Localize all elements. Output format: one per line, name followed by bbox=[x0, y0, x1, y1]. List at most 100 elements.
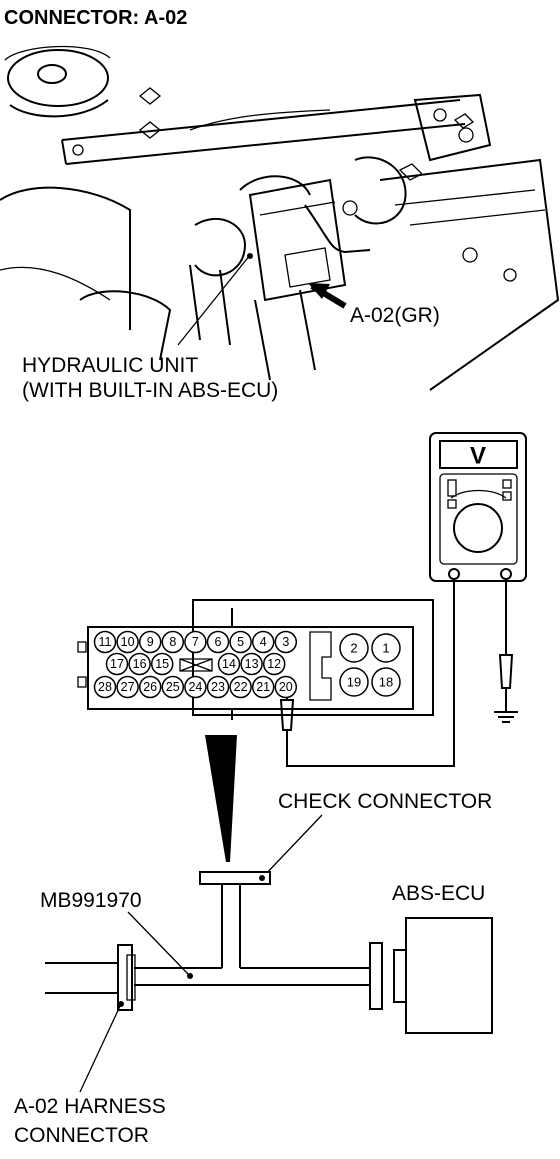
connector-pin-number: 18 bbox=[379, 675, 393, 690]
connector-pin-number: 1 bbox=[382, 641, 389, 656]
connector-pin-circle bbox=[229, 630, 252, 654]
connector-pin-circle bbox=[371, 633, 401, 663]
strut-bar bbox=[61, 99, 466, 165]
connector-pin-circle bbox=[251, 675, 275, 699]
check-connector bbox=[199, 871, 271, 885]
ground-probe bbox=[494, 654, 518, 723]
connector-pin: 3 bbox=[274, 630, 298, 654]
connector-pin: 26 bbox=[138, 675, 162, 699]
connector-pin-number: 10 bbox=[121, 635, 135, 649]
connector-pin-number: 17 bbox=[110, 657, 124, 671]
connector-pin-circle bbox=[217, 652, 241, 676]
harness-connector-leader bbox=[79, 1003, 122, 1093]
tool-label: MB991970 bbox=[40, 889, 142, 912]
connector-pin-circle bbox=[339, 633, 369, 663]
connector-pin: 1 bbox=[371, 633, 401, 663]
connector-pin: 7 bbox=[184, 630, 207, 654]
page-title: CONNECTOR: A-02 bbox=[4, 7, 187, 29]
hydraulic-unit-label-line1: HYDRAULIC UNIT bbox=[22, 354, 198, 377]
connector-pin-number: 28 bbox=[98, 680, 112, 694]
check-connector-label: CHECK CONNECTOR bbox=[278, 790, 492, 813]
connector-pin-circle bbox=[206, 675, 230, 699]
connector-pin: 13 bbox=[240, 652, 263, 676]
connector-pin: 10 bbox=[116, 630, 139, 654]
harness-label-line1: A-02 HARNESS bbox=[14, 1095, 166, 1118]
connector-pin-number: 5 bbox=[237, 635, 244, 649]
connector-pin-number: 23 bbox=[211, 680, 225, 694]
connector-pin-circle bbox=[262, 652, 286, 676]
left-body bbox=[0, 186, 247, 361]
connector-pin: 20 bbox=[274, 675, 298, 699]
view-direction-arrow bbox=[205, 735, 237, 862]
connector-pin-number: 26 bbox=[143, 680, 157, 694]
connector-pin-number: 22 bbox=[234, 680, 248, 694]
voltmeter-terminal-positive bbox=[448, 568, 460, 580]
hydraulic-unit-leader bbox=[177, 254, 251, 346]
connector-pin-circle bbox=[274, 675, 298, 699]
connector-pin-circle bbox=[161, 675, 185, 699]
strut-mount bbox=[4, 45, 162, 139]
tool-leader bbox=[127, 911, 190, 976]
mb991970-harness bbox=[134, 967, 372, 986]
connector-pin-circle bbox=[184, 630, 207, 654]
voltmeter-terminal-negative bbox=[500, 568, 512, 580]
connector-pin-circle bbox=[229, 675, 252, 699]
connector-pin-circle bbox=[93, 675, 117, 699]
connector-pin: 17 bbox=[105, 652, 129, 676]
voltmeter: V bbox=[429, 432, 527, 582]
connector-pin-number: 12 bbox=[267, 657, 281, 671]
connector-pin-circle bbox=[339, 667, 369, 697]
connector-pin: 8 bbox=[161, 630, 185, 654]
connector-pin-circle bbox=[128, 652, 151, 676]
connector-pin: 11 bbox=[93, 630, 117, 654]
connector-pin-number: 7 bbox=[192, 635, 199, 649]
connector-pin: 4 bbox=[251, 630, 275, 654]
engine-bay-illustration bbox=[0, 45, 560, 391]
connector-pin-number: 13 bbox=[245, 657, 259, 671]
connector-pin-circle bbox=[116, 675, 139, 699]
connector-pin-circle bbox=[150, 652, 174, 676]
connector-pin: 21 bbox=[251, 675, 275, 699]
connector-pin-number: 19 bbox=[347, 675, 361, 690]
harness-label-line2: CONNECTOR bbox=[14, 1124, 149, 1147]
connector-pin: 19 bbox=[339, 667, 369, 697]
voltmeter-display-symbol: V bbox=[470, 443, 486, 470]
connector-pin-number: 16 bbox=[133, 657, 147, 671]
connector-pin-circle bbox=[371, 667, 401, 697]
connector-pin-number: 21 bbox=[256, 680, 270, 694]
connector-pin-number: 27 bbox=[121, 680, 135, 694]
connector-pin-circle bbox=[105, 652, 129, 676]
connector-pin-number: 9 bbox=[147, 635, 154, 649]
connector-pin-circle bbox=[206, 630, 230, 654]
engine-housing bbox=[354, 156, 560, 391]
connector-pin-number: 24 bbox=[188, 680, 202, 694]
connector-pin-circle bbox=[184, 675, 207, 699]
connector-pin: 25 bbox=[161, 675, 185, 699]
connector-pin: 12 bbox=[262, 652, 286, 676]
connector-pin-number: 11 bbox=[99, 635, 112, 649]
connector-pin: 16 bbox=[128, 652, 151, 676]
connector-pin-number: 14 bbox=[222, 657, 236, 671]
right-bracket bbox=[413, 93, 492, 162]
connector-pin-circle bbox=[116, 630, 139, 654]
check-connector-branch bbox=[221, 884, 241, 968]
connector-pin: 6 bbox=[206, 630, 230, 654]
connector-pin: 5 bbox=[229, 630, 252, 654]
connector-pin: 28 bbox=[93, 675, 117, 699]
hydraulic-unit-label-line2: (WITH BUILT-IN ABS-ECU) bbox=[22, 379, 278, 402]
connector-pin-number: 15 bbox=[155, 657, 169, 671]
connector-pin-circle bbox=[251, 630, 275, 654]
connector-pin-circle bbox=[274, 630, 298, 654]
connector-pin: 24 bbox=[184, 675, 207, 699]
abs-ecu-label: ABS-ECU bbox=[392, 882, 485, 905]
connector-pin: 9 bbox=[138, 630, 162, 654]
connector-pin-number: 4 bbox=[260, 635, 267, 649]
connector-pin-number: 8 bbox=[169, 635, 176, 649]
connector-pin: 27 bbox=[116, 675, 139, 699]
connector-pin-circle bbox=[93, 630, 117, 654]
connector-pin: 23 bbox=[206, 675, 230, 699]
connector-pin-number: 2 bbox=[350, 641, 357, 656]
connector-pin-circle bbox=[161, 630, 185, 654]
